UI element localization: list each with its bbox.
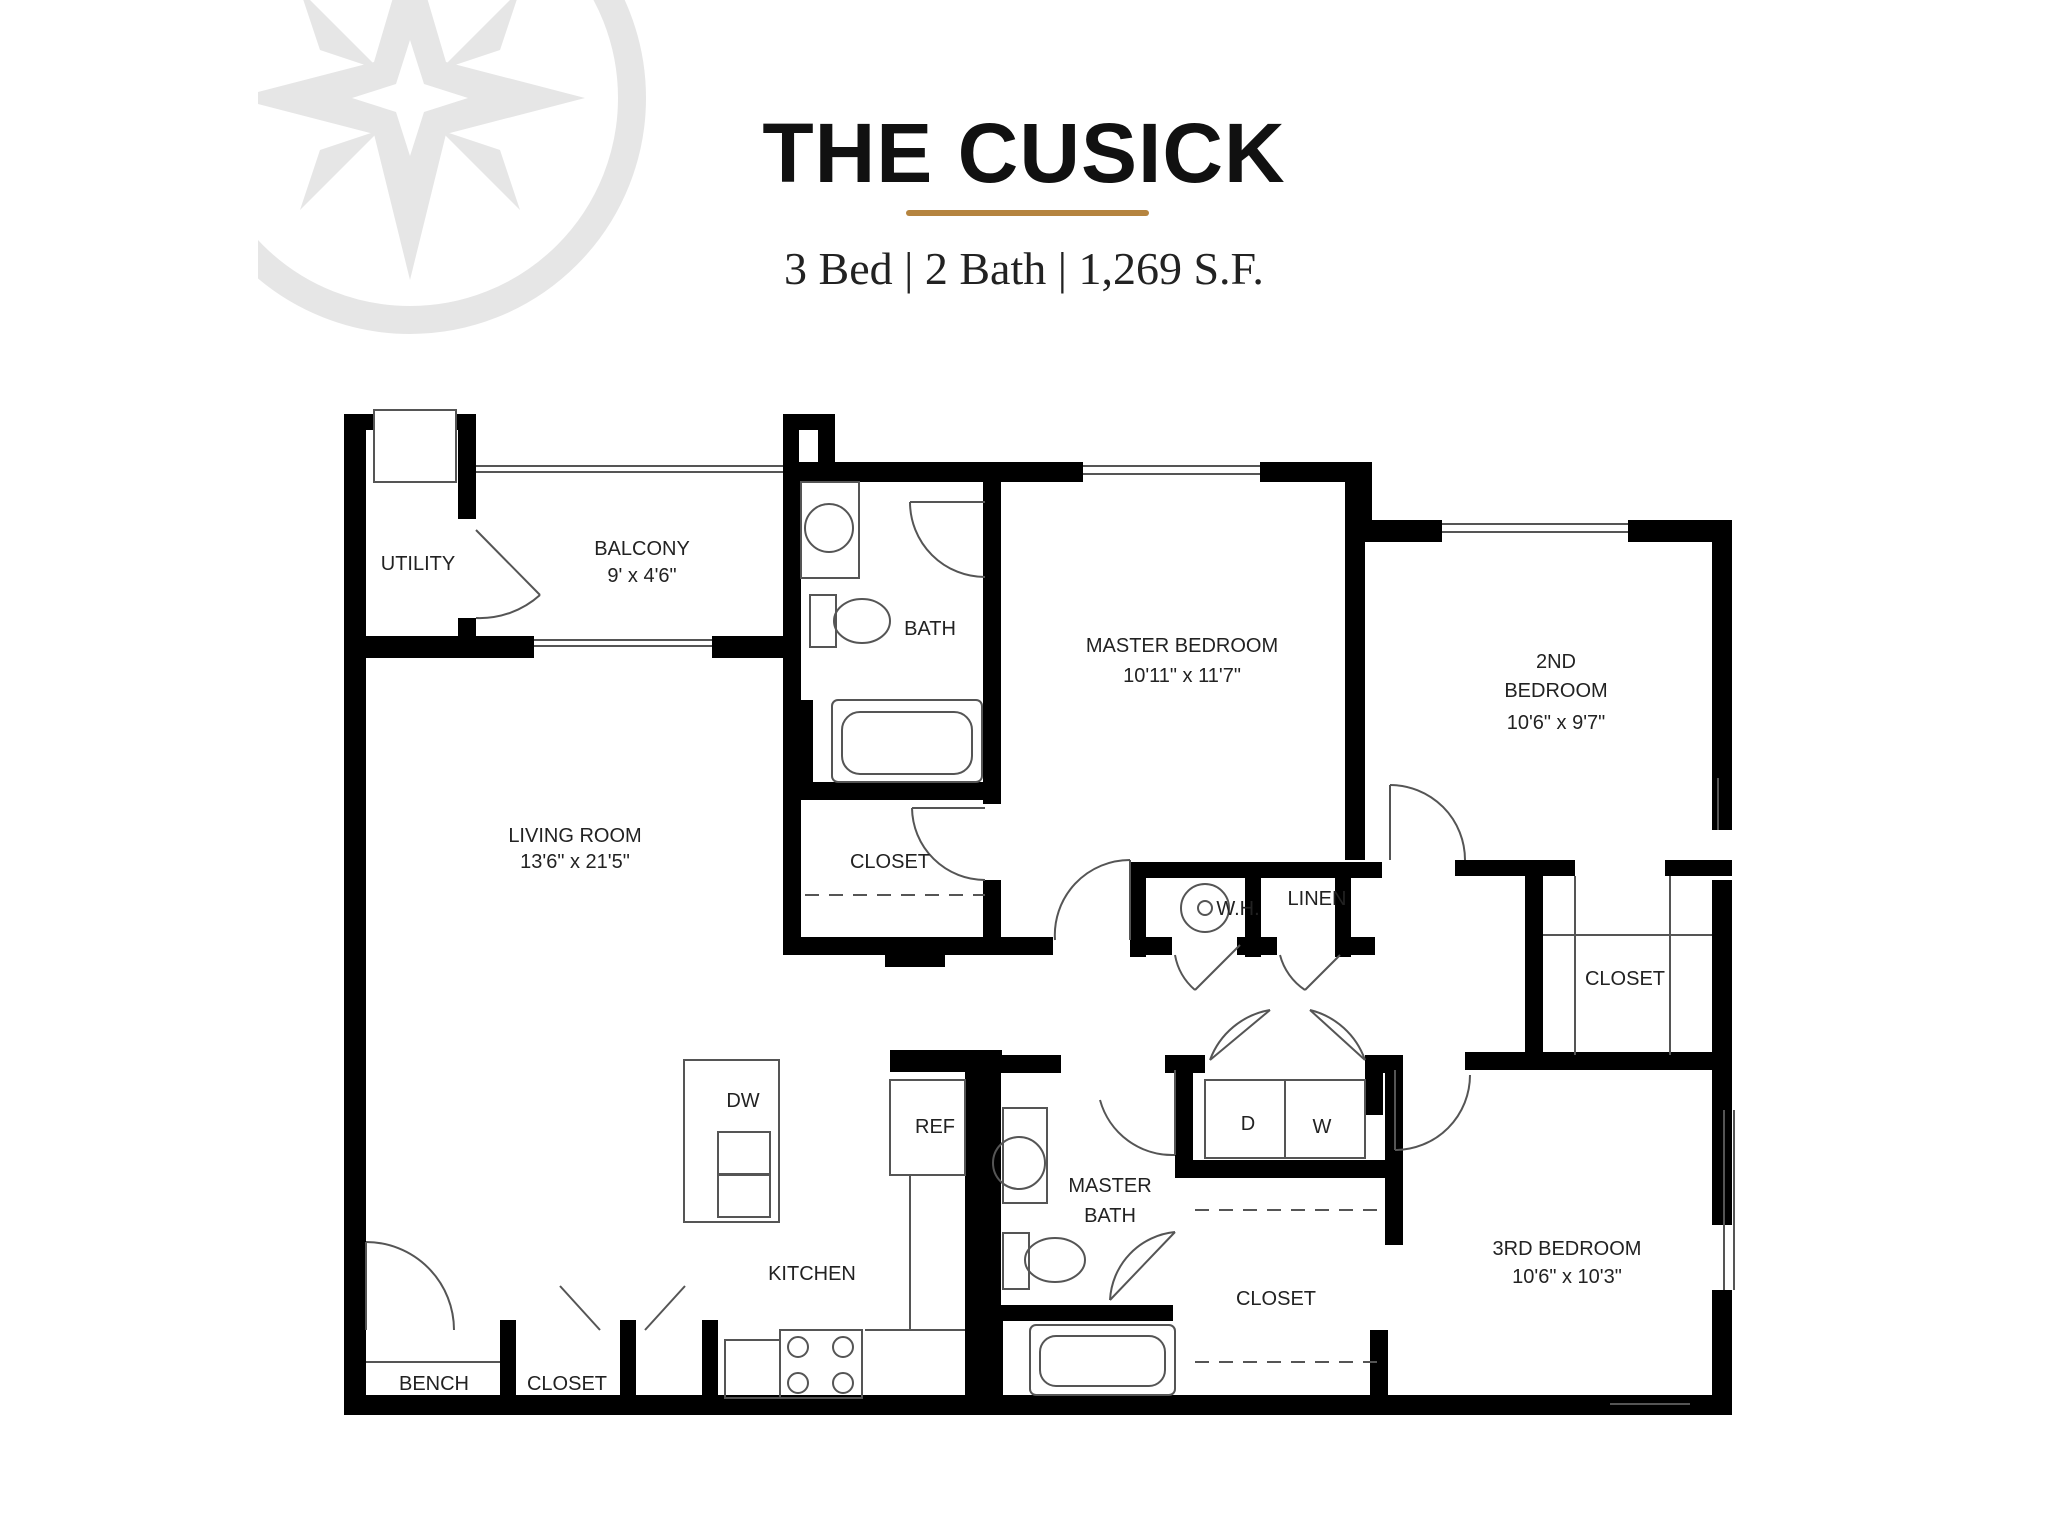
compass-ring-icon — [258, 0, 646, 334]
compass-star-icon — [258, 0, 585, 280]
label-kitchen: KITCHEN — [768, 1263, 856, 1285]
label-refrigerator: REF — [915, 1116, 955, 1138]
label-master-bedroom: MASTER BEDROOM — [1086, 635, 1278, 657]
label-second-closet: CLOSET — [1585, 968, 1665, 990]
label-second-bedroom-1: 2ND — [1536, 651, 1576, 673]
label-master-bath-1: MASTER — [1068, 1175, 1151, 1197]
label-third-bedroom-dims: 10'6" x 10'3" — [1512, 1266, 1622, 1288]
floorplan-summary: 3 Bed | 2 Bath | 1,269 S.F. — [784, 243, 1264, 294]
label-third-bedroom: 3RD BEDROOM — [1493, 1238, 1642, 1260]
label-dryer: D — [1241, 1113, 1255, 1135]
label-water-heater: W.H. — [1216, 898, 1259, 920]
label-linen: LINEN — [1288, 888, 1347, 910]
room-labels: UTILITY BALCONY 9' x 4'6" BATH MASTER BE… — [381, 538, 1665, 1395]
label-bench: BENCH — [399, 1373, 469, 1395]
label-utility: UTILITY — [381, 553, 455, 575]
label-third-closet: CLOSET — [1236, 1288, 1316, 1310]
label-master-closet: CLOSET — [850, 851, 930, 873]
label-master-bedroom-dims: 10'11" x 11'7" — [1123, 665, 1241, 687]
label-living-room-dims: 13'6" x 21'5" — [520, 851, 630, 873]
label-master-bath-2: BATH — [1084, 1205, 1136, 1227]
label-dishwasher: DW — [726, 1090, 759, 1112]
walls — [344, 414, 1732, 1415]
label-second-bedroom-dims: 10'6" x 9'7" — [1507, 712, 1606, 734]
label-washer: W — [1313, 1116, 1332, 1138]
label-balcony-dims: 9' x 4'6" — [607, 565, 676, 587]
label-balcony: BALCONY — [594, 538, 690, 560]
label-second-bedroom-2: BEDROOM — [1504, 680, 1607, 702]
fixtures — [365, 409, 1735, 1405]
label-entry-closet: CLOSET — [527, 1373, 607, 1395]
title-accent-rule — [906, 210, 1149, 216]
label-bath: BATH — [904, 618, 956, 640]
label-living-room: LIVING ROOM — [508, 825, 641, 847]
floorplan-title: THE CUSICK — [762, 106, 1286, 200]
